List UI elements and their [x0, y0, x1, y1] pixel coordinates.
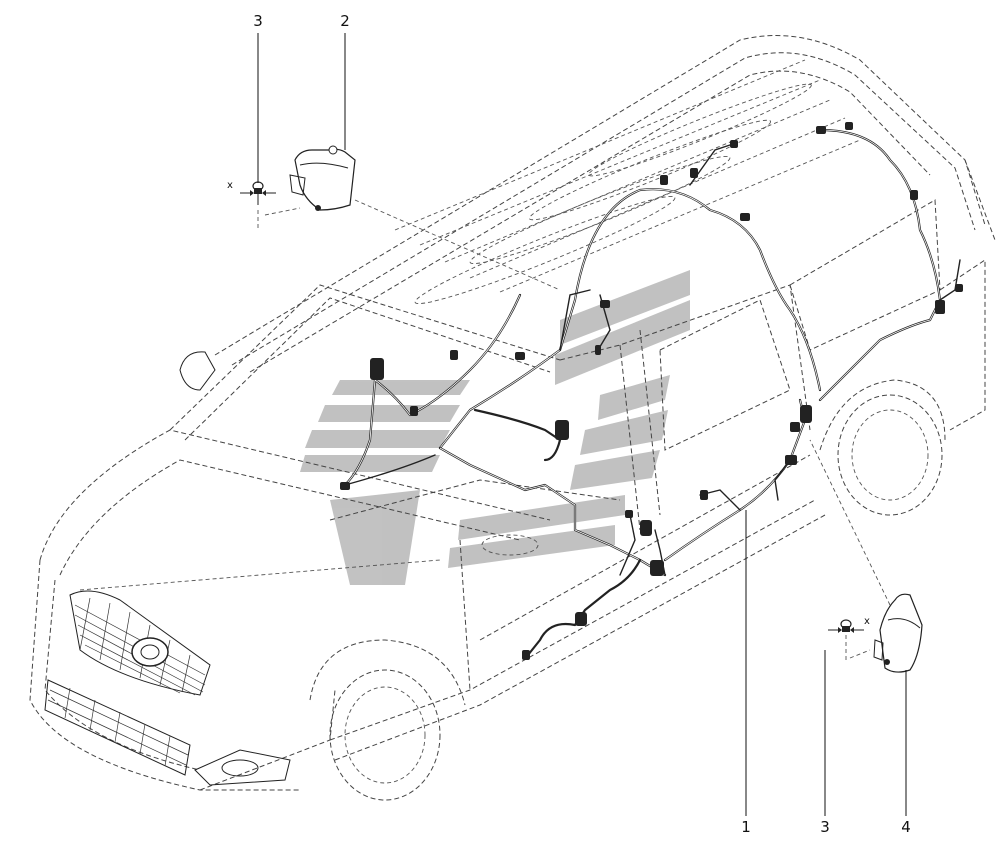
fastener-part-3-bottom	[828, 619, 864, 660]
projection-line-part-2b	[264, 207, 301, 216]
bracket-part-4	[873, 593, 923, 673]
front-grille	[44, 590, 291, 786]
projection-line-part-4b	[849, 649, 871, 659]
fastener-part-3-top	[240, 181, 276, 230]
bracket-part-2	[289, 145, 356, 211]
callout-3-top: 3	[253, 12, 263, 30]
projection-line-part-4	[809, 439, 891, 606]
view-marker-x-bottom: x	[864, 616, 870, 627]
wiring-harness	[340, 122, 963, 660]
projection-line-part-2	[354, 199, 561, 291]
callout-2: 2	[340, 12, 350, 30]
callout-3-bottom: 3	[820, 818, 830, 836]
car-body-outline	[29, 35, 996, 801]
view-marker-x-top: x	[227, 180, 233, 191]
leader-lines	[257, 33, 907, 816]
callout-4: 4	[901, 818, 911, 836]
watermark-logo	[300, 270, 690, 585]
callout-1: 1	[741, 818, 751, 836]
